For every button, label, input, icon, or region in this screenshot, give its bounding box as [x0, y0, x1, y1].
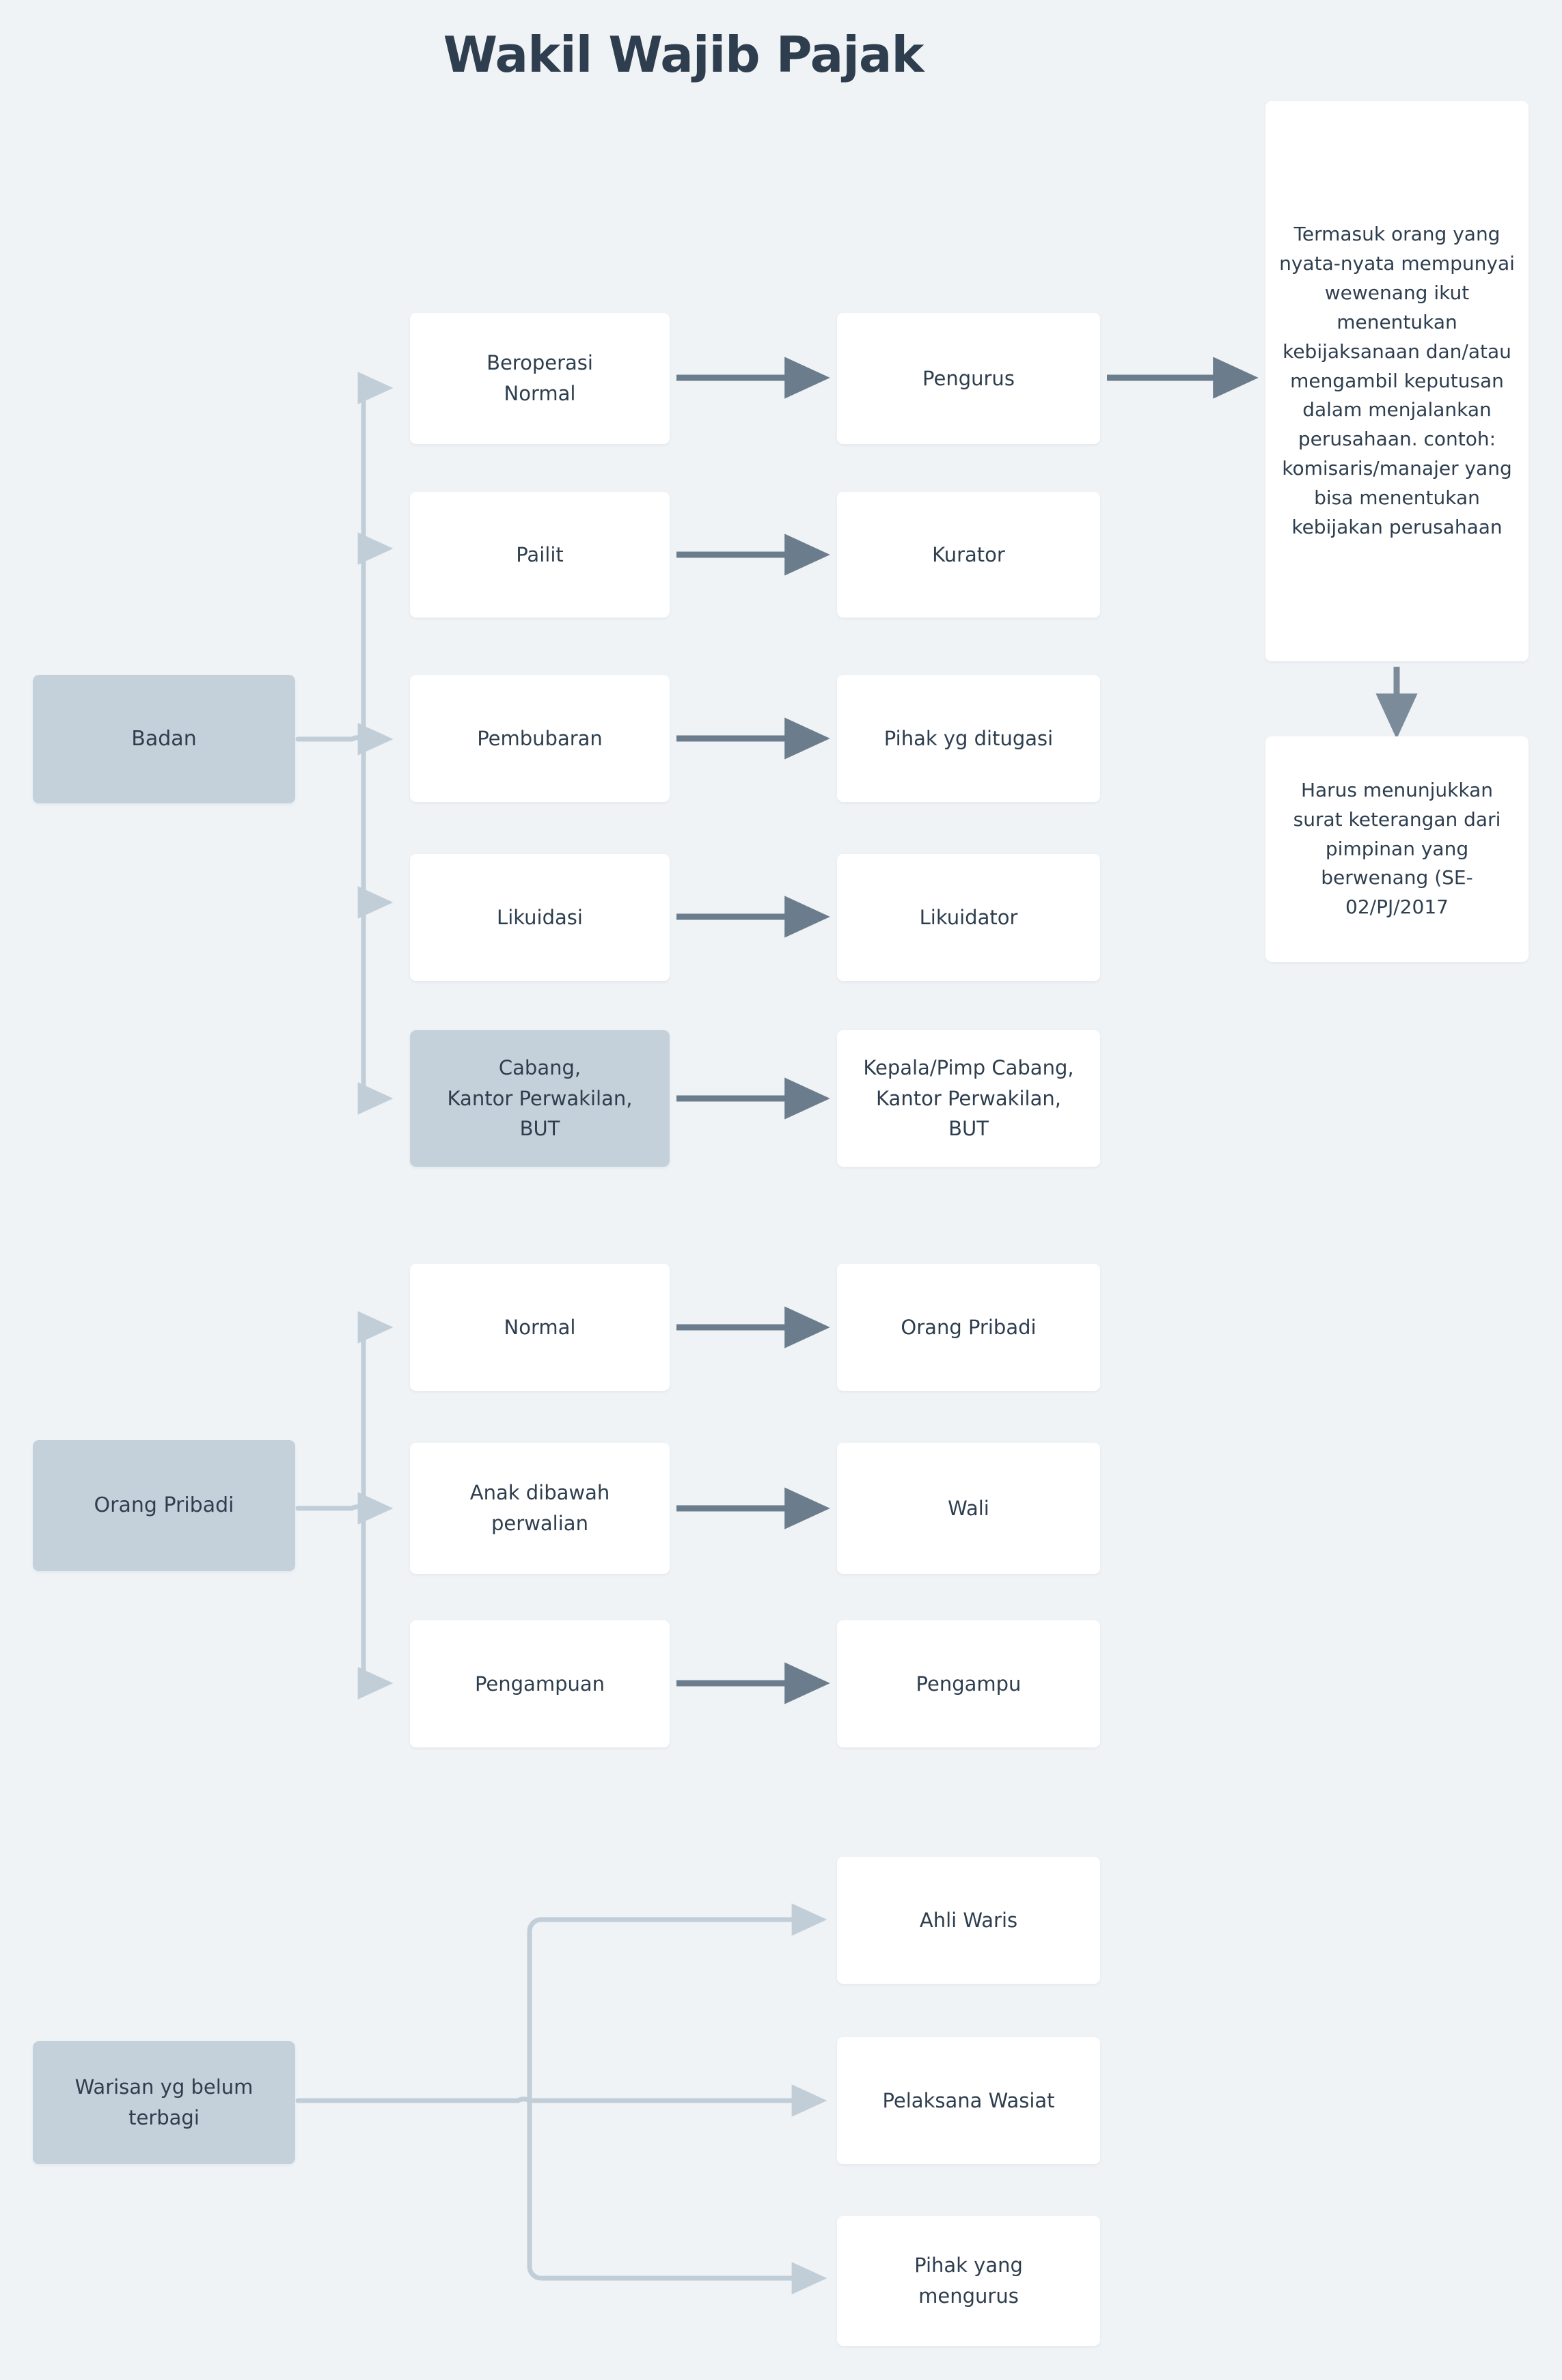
representative-node-orang-pribadi[interactable]: Orang Pribadi	[837, 1264, 1100, 1391]
condition-node-pailit[interactable]: Pailit	[410, 492, 670, 618]
condition-node-pembubaran[interactable]: Pembubaran	[410, 675, 670, 802]
source-node-badan[interactable]: Badan	[33, 675, 295, 803]
note-box-wewenang[interactable]: Termasuk orang yang nyata-nyata mempunya…	[1265, 101, 1529, 661]
representative-node-pengurus[interactable]: Pengurus	[837, 313, 1100, 444]
badan-row-arrows	[676, 357, 830, 1120]
representative-node-likuidator[interactable]: Likuidator	[837, 854, 1100, 981]
representative-node-wali[interactable]: Wali	[837, 1443, 1100, 1574]
condition-node-likuidasi[interactable]: Likuidasi	[410, 854, 670, 981]
warisan-branch-connectors	[295, 1903, 827, 2295]
condition-node-pengampuan[interactable]: Pengampuan	[410, 1620, 670, 1747]
condition-node-anak-dibawah-perwalian[interactable]: Anak dibawah perwalian	[410, 1443, 670, 1574]
orangpribadi-branch-connectors	[295, 1311, 394, 1700]
representative-node-pengampu[interactable]: Pengampu	[837, 1620, 1100, 1747]
representative-node-pihak-yg-ditugasi[interactable]: Pihak yg ditugasi	[837, 675, 1100, 802]
representative-node-kepala-cabang[interactable]: Kepala/Pimp Cabang, Kantor Perwakilan, B…	[837, 1030, 1100, 1167]
representative-node-kurator[interactable]: Kurator	[837, 492, 1100, 618]
source-node-warisan[interactable]: Warisan yg belum terbagi	[33, 2041, 295, 2164]
condition-node-cabang[interactable]: Cabang, Kantor Perwakilan, BUT	[410, 1030, 670, 1167]
condition-node-normal[interactable]: Normal	[410, 1264, 670, 1391]
source-node-orang-pribadi[interactable]: Orang Pribadi	[33, 1440, 295, 1571]
page-title: Wakil Wajib Pajak	[443, 26, 924, 83]
badan-branch-connectors	[295, 372, 394, 1115]
condition-node-beroperasi-normal[interactable]: Beroperasi Normal	[410, 313, 670, 444]
representative-node-ahli-waris[interactable]: Ahli Waris	[837, 1857, 1100, 1984]
note-box-surat-keterangan[interactable]: Harus menunjukkan surat keterangan dari …	[1265, 736, 1529, 962]
orangpribadi-row-arrows	[676, 1306, 830, 1704]
representative-node-pelaksana-wasiat[interactable]: Pelaksana Wasiat	[837, 2037, 1100, 2164]
representative-node-pihak-yang-mengurus[interactable]: Pihak yang mengurus	[837, 2216, 1100, 2346]
